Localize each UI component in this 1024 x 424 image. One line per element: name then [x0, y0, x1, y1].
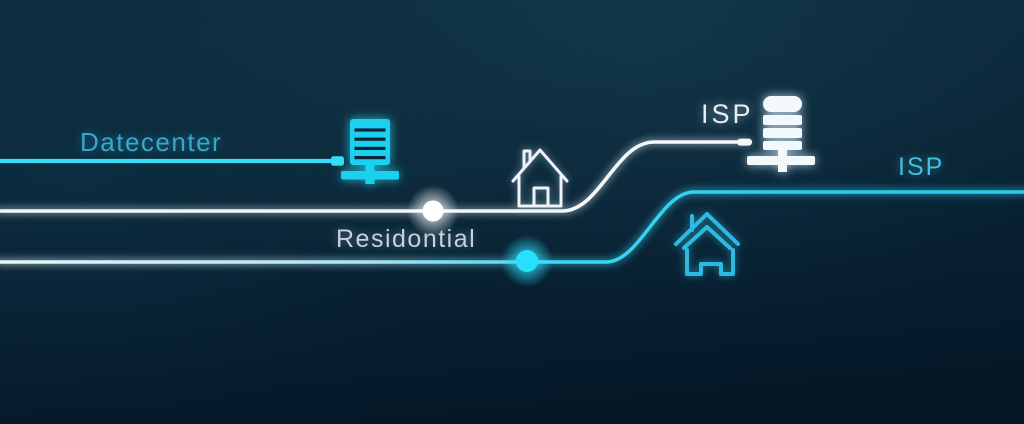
residential-label: Residontial: [336, 225, 477, 253]
datacenter-line-endpoint: [331, 156, 344, 166]
isp-label-top: ISP: [701, 99, 754, 129]
datacenter-label: Datecenter: [80, 127, 223, 157]
residential-house-icon: [511, 148, 569, 208]
datacenter-line: [0, 156, 345, 166]
residential-line-node: [407, 185, 459, 237]
isp-line-node: [501, 235, 553, 287]
residential-line-endpoint: [737, 138, 752, 146]
isp-server-icon: [747, 96, 815, 172]
isp-label-right: ISP: [898, 153, 945, 181]
isp-line: [0, 187, 1024, 267]
residential-line: [0, 137, 753, 216]
datacenter-server-icon: [341, 119, 399, 184]
isp-house-icon: [674, 212, 740, 276]
